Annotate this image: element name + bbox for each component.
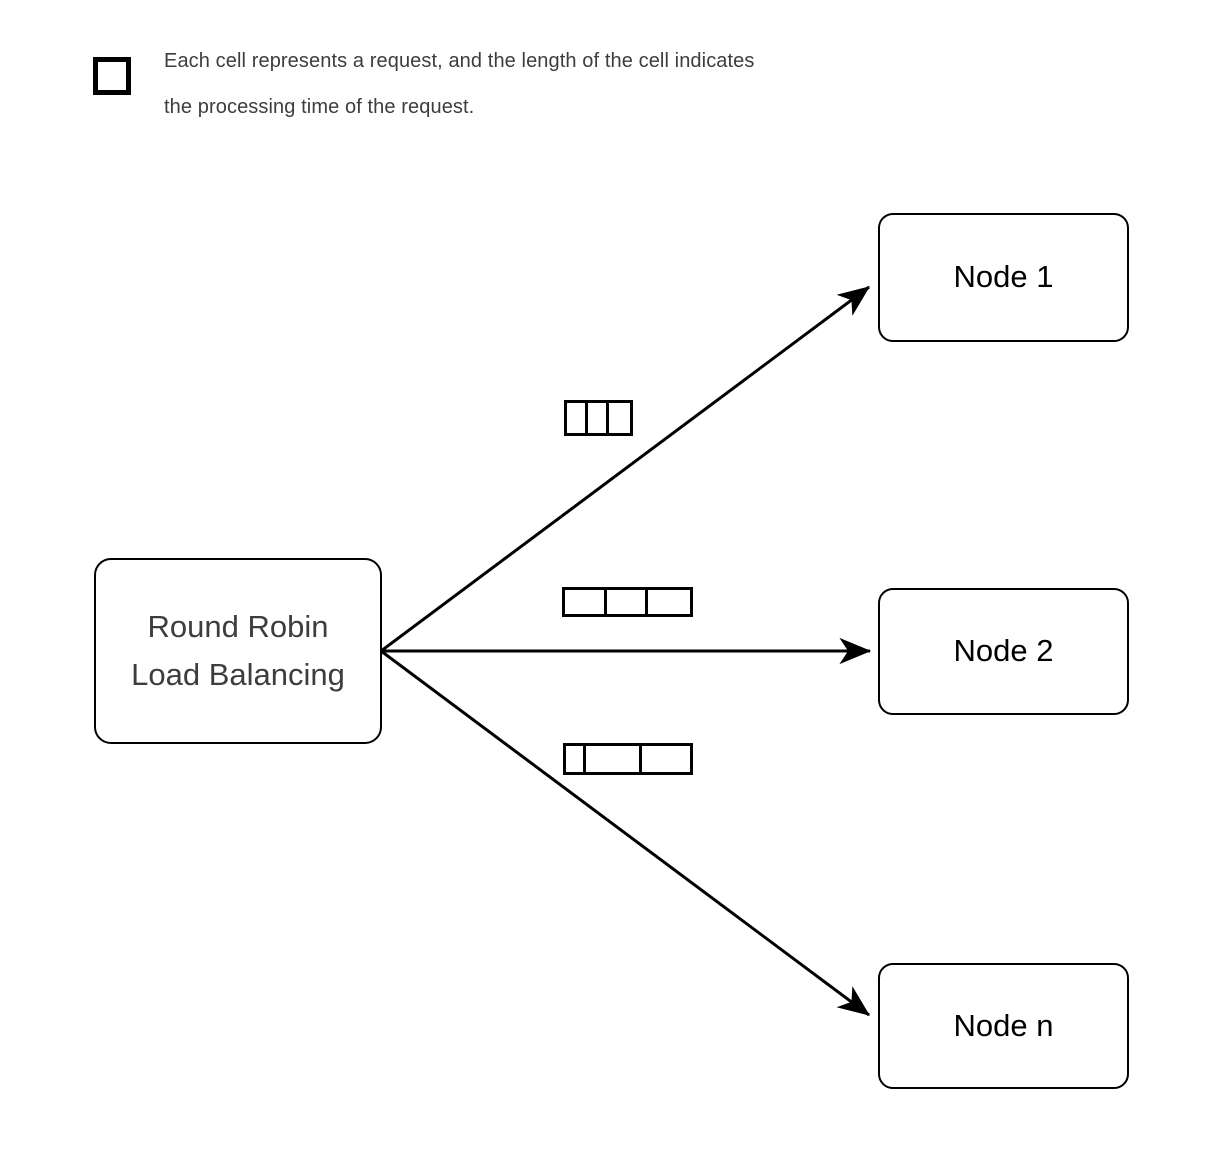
request-cell xyxy=(648,590,690,614)
request-cell xyxy=(565,590,607,614)
node-label: Node 2 xyxy=(953,633,1054,669)
request-cell xyxy=(567,403,588,433)
request-cells-node-n xyxy=(563,743,693,775)
request-cell xyxy=(642,746,690,772)
node-box-node-2[interactable]: Node 2 xyxy=(878,588,1129,715)
load-balancer-box[interactable] xyxy=(94,558,382,744)
request-cell xyxy=(606,590,649,614)
node-label: Node 1 xyxy=(953,259,1054,295)
request-cell xyxy=(566,746,587,772)
request-cell xyxy=(586,746,643,772)
node-box-node-1[interactable]: Node 1 xyxy=(878,213,1129,342)
node-label: Node n xyxy=(953,1007,1054,1043)
request-cell xyxy=(588,403,609,433)
node-box-node-n[interactable]: Node n xyxy=(878,963,1129,1089)
request-cells-node-2 xyxy=(562,587,693,617)
edge-to-node-n xyxy=(380,649,870,1017)
request-cells-node-1 xyxy=(564,400,633,436)
request-cell xyxy=(608,403,630,433)
legend-caption: Each cell represents a request, and the … xyxy=(164,50,755,118)
square-cell-icon xyxy=(93,57,131,95)
